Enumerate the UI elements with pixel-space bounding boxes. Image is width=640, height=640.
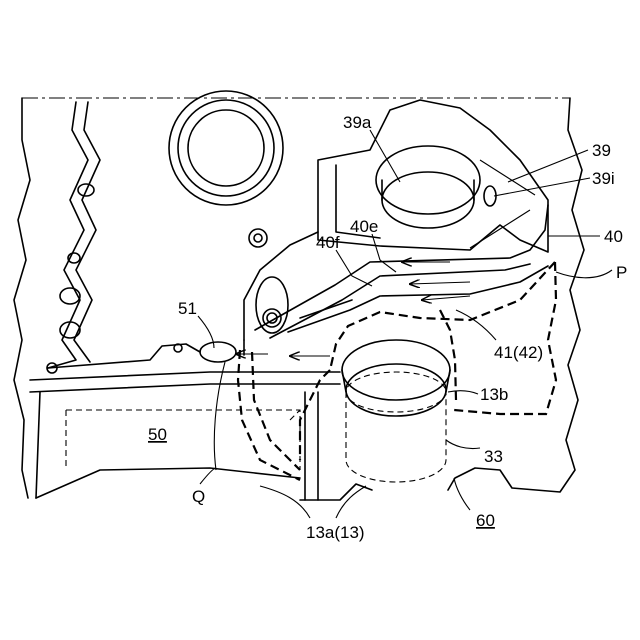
dashed-region: [214, 262, 556, 480]
label-Q: Q: [192, 487, 205, 506]
label-40: 40: [604, 227, 623, 246]
deck-line: [30, 372, 340, 498]
label-39a: 39a: [343, 113, 372, 132]
label-P: P: [616, 263, 627, 282]
pipe-13b: [342, 340, 450, 482]
tab-51: [48, 342, 236, 368]
label-51: 51: [178, 299, 197, 318]
label-40e: 40e: [350, 217, 378, 236]
gasket-bead: [47, 102, 100, 373]
label-40f: 40f: [316, 233, 340, 252]
label-60: 60: [476, 511, 495, 530]
label-39i: 39i: [592, 169, 615, 188]
bolt-boss: [249, 229, 267, 247]
label-39: 39: [592, 141, 611, 160]
label-33: 33: [484, 447, 503, 466]
label-41-42: 41(42): [494, 343, 543, 362]
label-13a-13: 13a(13): [306, 523, 365, 542]
label-50: 50: [148, 425, 167, 444]
labels: 39a 39 39i 40e 40f 40 P 51 41(42) 13b 50…: [148, 113, 627, 542]
capped-passage: [256, 277, 288, 333]
block-50: [66, 410, 300, 470]
circular-boss: [169, 91, 283, 205]
label-13b: 13b: [480, 385, 508, 404]
